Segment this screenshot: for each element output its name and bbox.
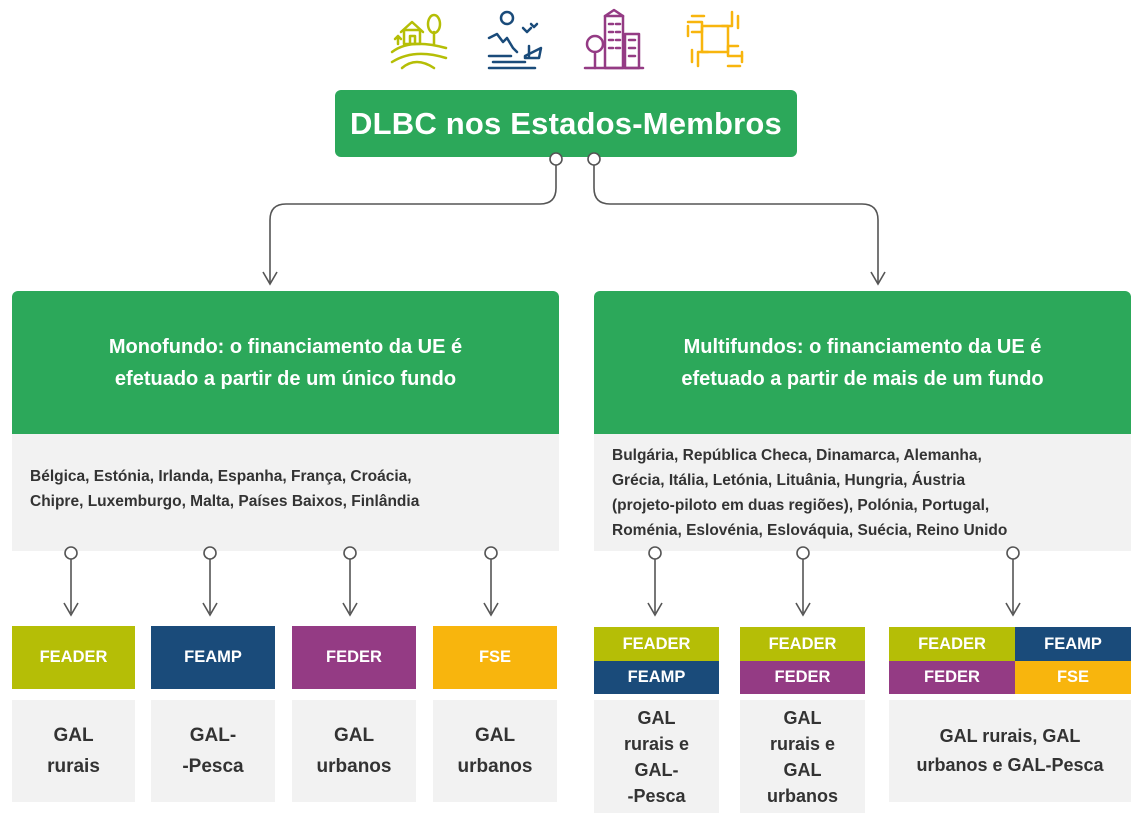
gal-urbanos-feder-box: GAL urbanos	[292, 700, 416, 802]
gal-line: GAL-	[634, 759, 679, 780]
gal-line: GAL	[637, 707, 676, 728]
monofund-heading-line2: efetuado a partir de um único fundo	[114, 367, 457, 390]
fund-label-feder: FEDER	[889, 661, 1015, 694]
gal-line: -Pesca	[182, 756, 244, 777]
fund-label-feamp: FEAMP	[1015, 627, 1131, 661]
fund-label-fse: FSE	[433, 626, 557, 689]
fund-label-feader: FEADER	[740, 627, 865, 661]
gal-line: urbanos	[457, 756, 533, 777]
multifund-heading-line2: efetuado a partir de mais de um fundo	[681, 367, 1044, 390]
coastal-fishing-icon	[485, 8, 547, 70]
multifund-countries: Bulgária, República Checa, Dinamarca, Al…	[594, 434, 1131, 551]
gal-line: urbanos e GAL-Pesca	[916, 755, 1104, 775]
gal-line: rurais e	[623, 733, 690, 754]
fund-label-fse: FSE	[1015, 661, 1131, 694]
monofund-countries-line1: Bélgica, Estónia, Irlanda, Espanha, Fran…	[30, 468, 412, 485]
gal-line: GAL	[783, 759, 822, 780]
fund-label-feader: FEADER	[889, 627, 1015, 661]
gal-line: GAL	[333, 725, 375, 746]
gal-line: rurais e	[769, 733, 836, 754]
gal-line: urbanos	[766, 785, 838, 806]
gal-pesca-box: GAL- -Pesca	[151, 700, 275, 802]
title-to-monofund-connector	[262, 152, 563, 286]
gal-line: rurais	[47, 756, 100, 777]
monofund-countries: Bélgica, Estónia, Irlanda, Espanha, Fran…	[12, 434, 559, 551]
gal-rurais-urbanos-box: GAL rurais e GAL urbanos	[740, 700, 865, 813]
gal-line: GAL	[474, 725, 516, 746]
fund-label-feader: FEADER	[594, 627, 719, 661]
joined-hands-icon	[684, 8, 746, 70]
multifund-countries-line2: Grécia, Itália, Letónia, Lituânia, Hungr…	[612, 472, 966, 489]
fund-label-feader: FEADER	[12, 626, 135, 689]
fund-arrows	[63, 546, 1021, 617]
rural-landscape-icon	[388, 8, 450, 70]
monofund-heading-line1: Monofundo: o financiamento da UE é	[108, 335, 463, 358]
multifund-countries-line3: (projeto-piloto em duas regiões), Polóni…	[612, 497, 990, 514]
fund-label-feder: FEDER	[292, 626, 416, 689]
multifund-heading-line1: Multifundos: o financiamento da UE é	[683, 335, 1042, 358]
diagram-title: DLBC nos Estados-Membros	[335, 90, 797, 157]
gal-line: GAL-	[189, 725, 237, 746]
monofund-heading: Monofundo: o financiamento da UE é efetu…	[12, 291, 559, 434]
multifund-countries-line1: Bulgária, República Checa, Dinamarca, Al…	[612, 447, 982, 464]
gal-rurais-box: GAL rurais	[12, 700, 135, 802]
urban-buildings-icon	[583, 8, 645, 70]
title-to-multifund-connector	[587, 152, 886, 286]
fund-label-feamp: FEAMP	[594, 661, 719, 694]
multifund-countries-line4: Roménia, Eslovénia, Eslováquia, Suécia, …	[612, 522, 1008, 539]
gal-rurais-pesca-box: GAL rurais e GAL- -Pesca	[594, 700, 719, 813]
gal-line: GAL	[783, 707, 822, 728]
fund-label-feder: FEDER	[740, 661, 865, 694]
gal-rurais-urbanos-pesca-box: GAL rurais, GAL urbanos e GAL-Pesca	[889, 700, 1131, 802]
gal-line: GAL rurais, GAL	[939, 726, 1081, 746]
multifund-heading: Multifundos: o financiamento da UE é efe…	[594, 291, 1131, 434]
gal-line: GAL	[53, 725, 94, 746]
monofund-countries-line2: Chipre, Luxemburgo, Malta, Países Baixos…	[30, 493, 420, 510]
gal-line: -Pesca	[627, 785, 686, 806]
gal-urbanos-fse-box: GAL urbanos	[433, 700, 557, 802]
fund-label-feamp: FEAMP	[151, 626, 275, 689]
gal-line: urbanos	[316, 756, 392, 777]
